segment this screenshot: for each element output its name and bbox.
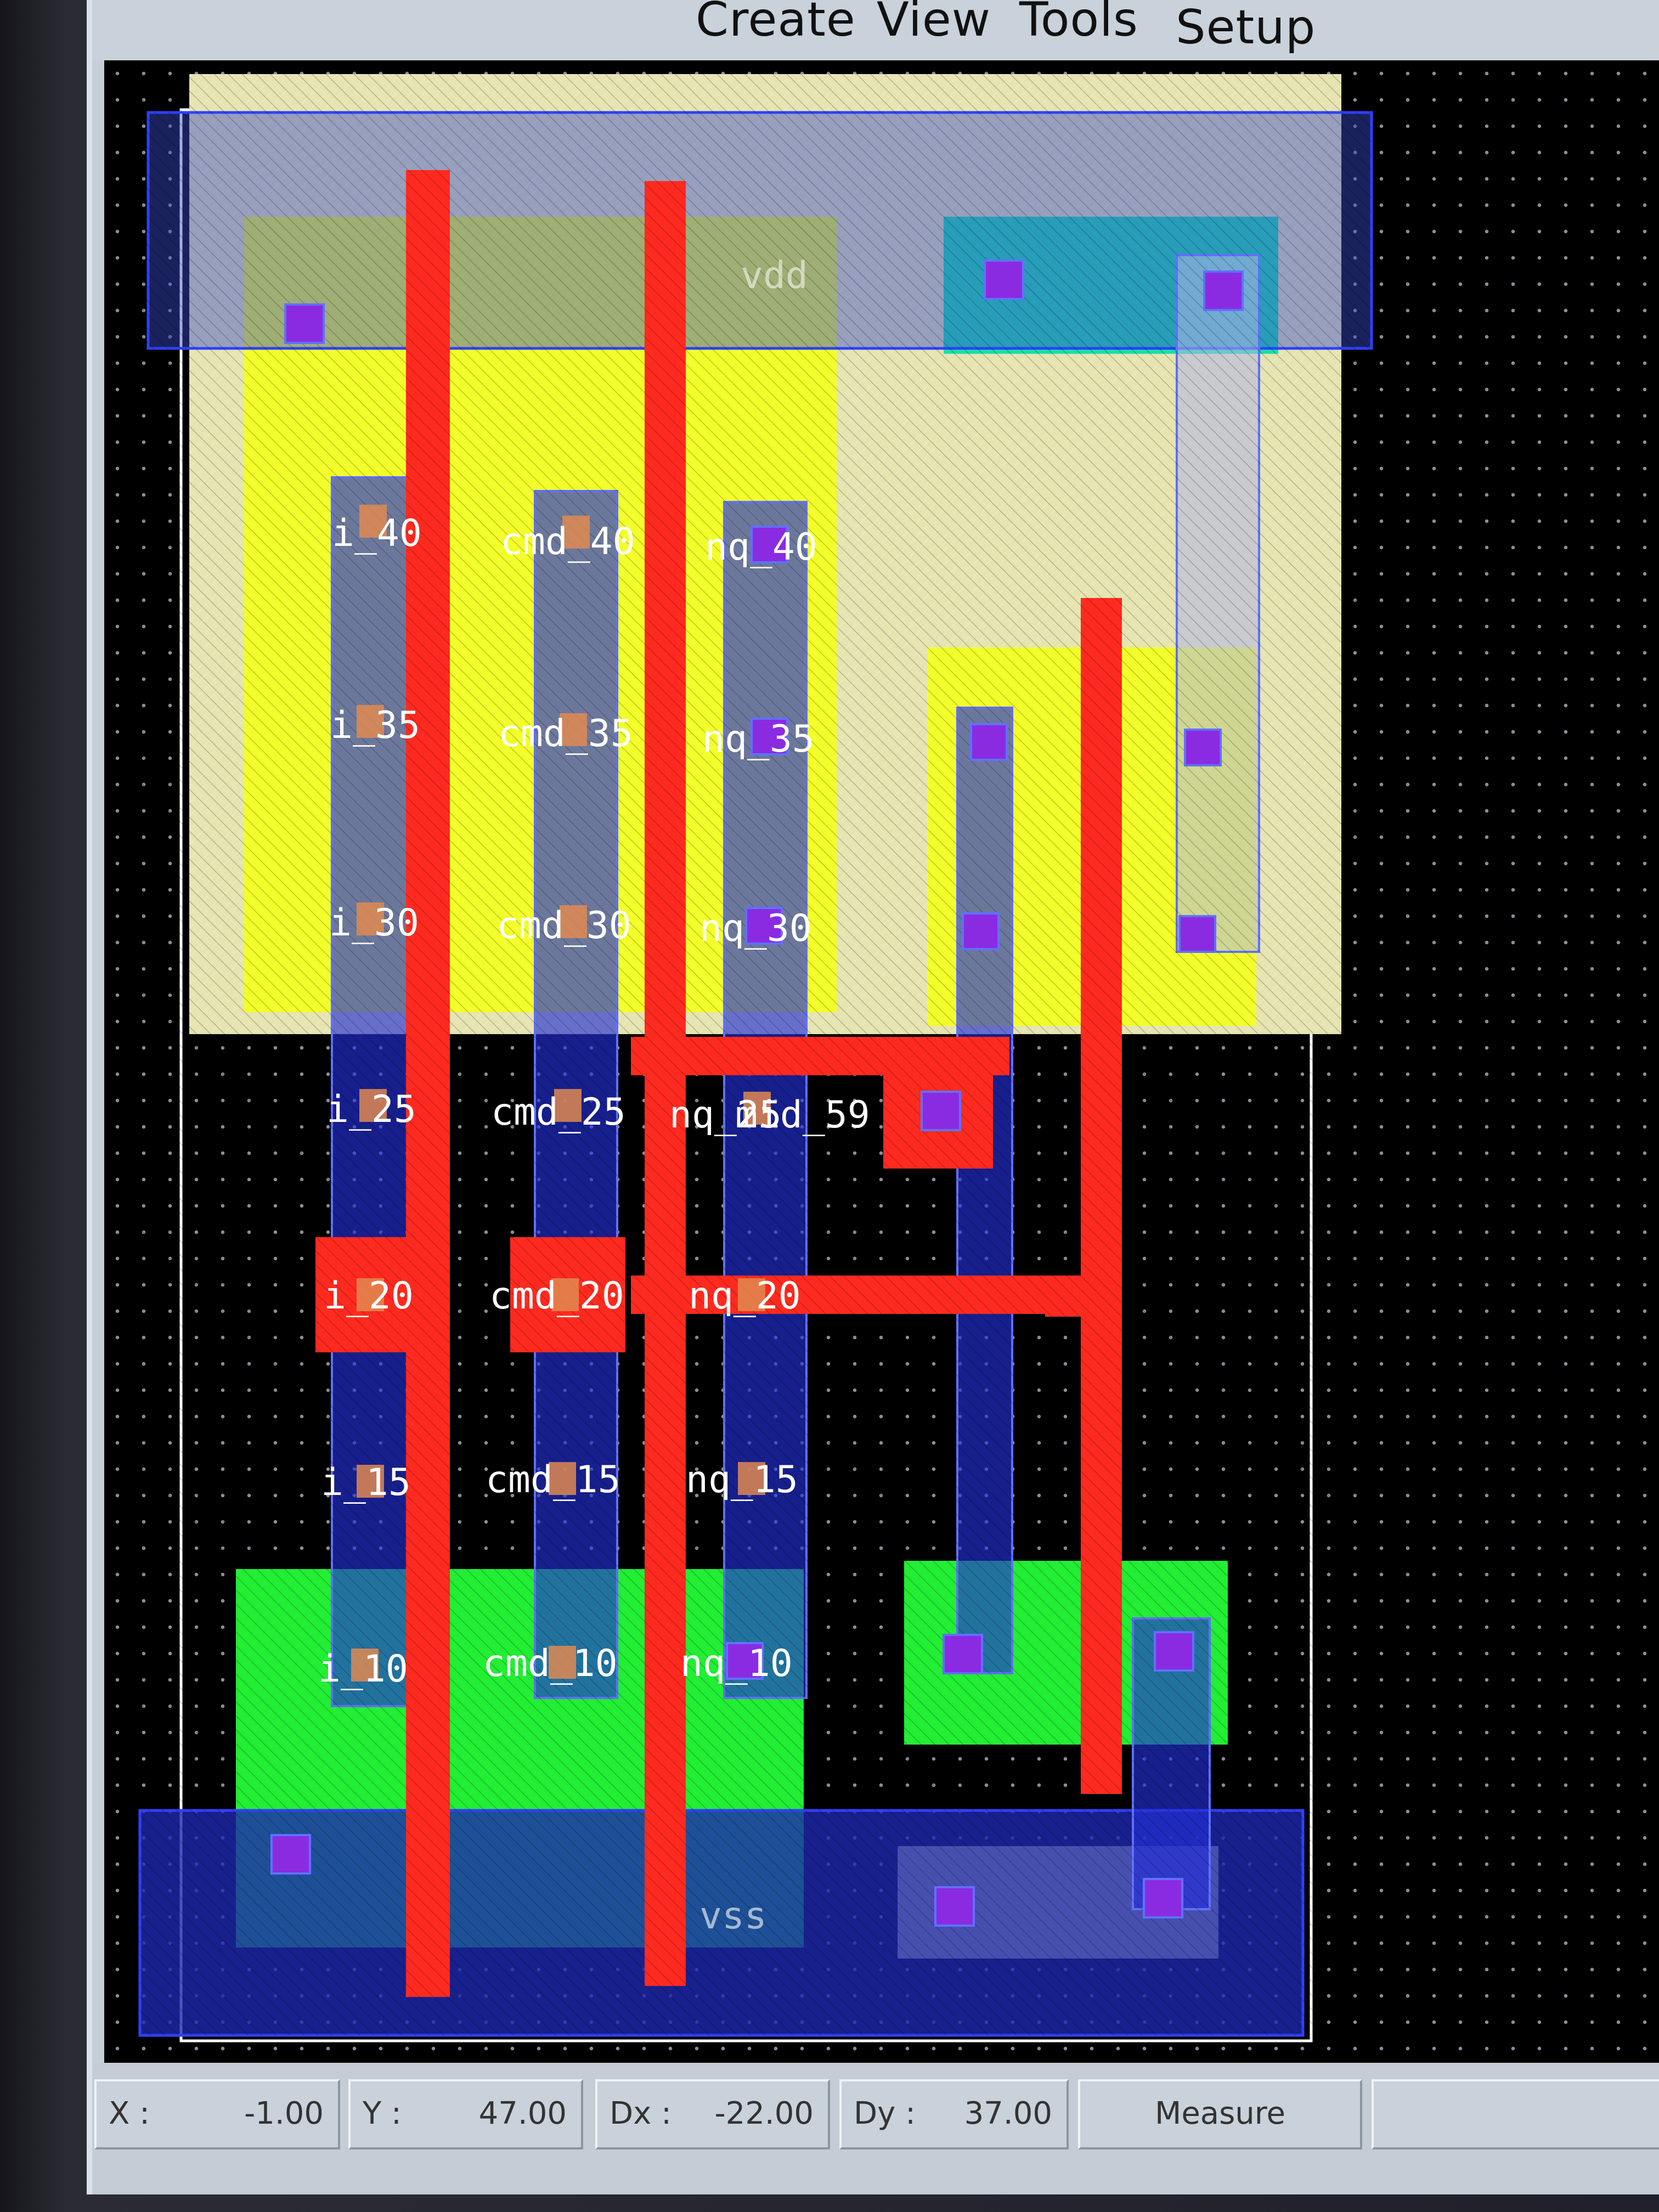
label-cmd-25: cmd_25 [491,1091,626,1134]
contact-p-mid-2 [962,912,1000,950]
pad-i30 [357,902,384,935]
mode-value: Measure [1155,2096,1285,2131]
y-coordinate-field: Y : 47.00 [348,2079,583,2149]
vss-label: vss [699,1894,767,1938]
pad-i20 [357,1278,384,1311]
dx-label: Dx : [610,2096,672,2131]
contact-n-vss [1154,1631,1194,1672]
pad-cmd25 [554,1089,582,1122]
contact-nq30 [745,907,783,945]
label-nq-20: nq_20 [689,1274,801,1318]
label-cmd-35: cmd_35 [498,712,633,755]
label-nq-15: nq_15 [686,1458,798,1502]
contact-nq10 [726,1642,764,1680]
contact-p-vdd-1 [1184,729,1222,766]
y-value: 47.00 [478,2096,567,2131]
pad-nq25 [743,1092,771,1125]
layer-hatch-overlay [140,74,1372,2035]
contact-vss-left [270,1834,311,1875]
contact-vdd-left [284,303,325,344]
label-cmd-10: cmd_10 [483,1642,618,1685]
contact-nq35 [751,718,788,755]
pad-nq15 [738,1462,765,1495]
contact-ntap-1 [984,259,1024,300]
label-nq-25: nq_25 [669,1093,782,1137]
pad-cmd30 [560,905,587,938]
menu-create[interactable]: Create [696,0,856,47]
contacts [270,259,1244,1927]
pad-i10 [351,1649,379,1681]
label-i-35: i_35 [330,704,420,747]
dy-label: Dy : [854,2096,916,2131]
dy-value: 37.00 [964,2096,1052,2131]
contact-p-mid-1 [970,723,1008,761]
vdd-label: vdd [741,254,808,297]
label-i-20: i_20 [324,1274,414,1318]
pad-cmd15 [549,1462,576,1495]
label-i-15: i_15 [321,1461,411,1504]
label-cmd-30: cmd_30 [496,904,631,947]
y-label: Y : [363,2096,402,2131]
dx-value: -22.00 [714,2096,814,2131]
pad-i25 [359,1089,387,1122]
contact-ptap-2 [1143,1878,1183,1918]
contact-nq40 [751,526,788,563]
pad-cmd40 [562,516,590,549]
label-nq-35: nq_35 [702,718,815,761]
label-i-30: i_30 [329,901,419,945]
label-nq-10: nq_10 [680,1642,793,1685]
label-i-40: i_40 [332,512,422,555]
message-field [1372,2079,1659,2149]
contact-ptap-1 [934,1886,975,1927]
label-cmd-40: cmd_40 [500,520,635,563]
pad-cmd10 [549,1646,576,1679]
label-mid-59: mid_59 [735,1093,870,1137]
pad-cmd35 [560,713,587,746]
label-i-25: i_25 [326,1088,416,1131]
pad-i15 [357,1465,384,1498]
menu-tools[interactable]: Tools [1019,0,1138,47]
contact-p-vdd-2 [1178,915,1216,953]
connector-pads [351,505,771,1681]
label-cmd-15: cmd_15 [486,1458,620,1502]
contact-n-mid [943,1634,983,1674]
label-nq-30: nq_30 [699,907,812,950]
menu-bar: Create View Tools Setup [92,0,1659,60]
x-coordinate-field: X : -1.00 [94,2079,340,2149]
label-cmd-20: cmd_20 [489,1274,624,1318]
contact-poly [921,1091,961,1131]
pad-nq20 [738,1278,765,1311]
label-nq-40: nq_40 [705,526,817,569]
label-i-10: i_10 [318,1647,408,1691]
dx-field: Dx : -22.00 [595,2079,830,2149]
contact-ntap-2 [1203,270,1244,311]
pad-cmd20 [551,1278,579,1311]
layout-drawing[interactable]: vdd vss i_40 cmd_40 nq_40 i_35 cmd_35 nq… [0,0,1659,2063]
mode-field: Measure [1078,2079,1362,2149]
menu-view[interactable]: View [877,0,991,47]
pad-i40 [359,505,387,538]
x-label: X : [109,2096,150,2131]
x-value: -1.00 [244,2096,324,2131]
pad-i35 [357,705,384,738]
menu-setup[interactable]: Setup [1176,0,1316,55]
dy-field: Dy : 37.00 [839,2079,1069,2149]
